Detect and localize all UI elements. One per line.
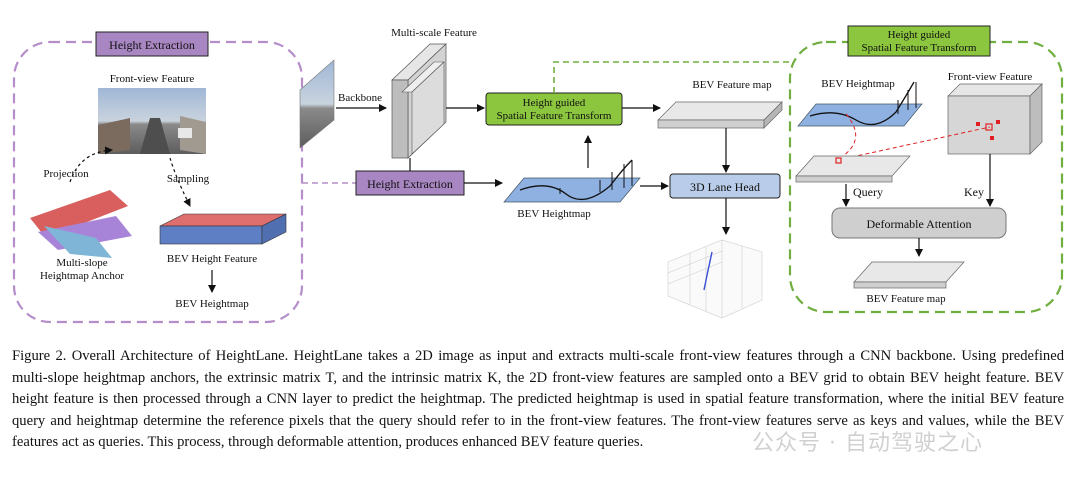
- bev-heightmap-mid-label: BEV Heightmap: [517, 208, 591, 220]
- hgsft-panel-title-1: Height guided: [888, 29, 951, 41]
- bev-feature-map-top: [657, 101, 783, 129]
- right-bev-query-map: [795, 155, 911, 183]
- bev-height-feature-stack: [159, 213, 287, 245]
- backbone-label: Backbone: [338, 92, 382, 104]
- key-label: Key: [964, 185, 984, 199]
- right-bev-heightmap: [797, 81, 923, 127]
- right-bev-feature-map-label: BEV Feature map: [866, 293, 946, 305]
- right-bev-feature-map: [853, 261, 965, 289]
- sft-to-right-panel-dashed: [553, 61, 790, 93]
- multi-slope-label-2: Heightmap Anchor: [40, 270, 124, 282]
- multi-slope-label-1: Multi-slope: [56, 257, 107, 269]
- right-bev-heightmap-label: BEV Heightmap: [821, 78, 895, 90]
- multi-slope-anchor-planes: [30, 190, 132, 258]
- projection-label: Projection: [43, 168, 89, 180]
- bev-feature-map-top-label: BEV Feature map: [692, 79, 772, 91]
- bev-height-feature-label: BEV Height Feature: [167, 253, 257, 265]
- lane-head-box: [669, 173, 781, 199]
- architecture-figure: Height Extraction Front-view Feature Pro…: [12, 25, 1064, 324]
- height-extraction-box: [355, 170, 465, 196]
- multi-scale-feature-label: Multi-scale Feature: [391, 27, 477, 39]
- height-extraction-panel: [12, 40, 304, 324]
- front-view-feature-label: Front-view Feature: [110, 73, 195, 85]
- input-image: [299, 59, 335, 149]
- deformable-attention-label: Deformable Attention: [867, 217, 972, 231]
- bev-heightmap-left-label: BEV Heightmap: [175, 298, 249, 310]
- height-extraction-box-label: Height Extraction: [367, 177, 453, 191]
- hgsft-panel-title-box: [847, 25, 991, 57]
- bev-heightmap-mid: [503, 159, 641, 203]
- front-view-image: [98, 88, 206, 154]
- height-extraction-panel-title: Height Extraction: [109, 38, 195, 52]
- hgsft-label-2: Spatial Feature Transform: [497, 110, 612, 122]
- multi-scale-feature-stack: [391, 43, 447, 159]
- right-front-view-feature-label: Front-view Feature: [948, 71, 1033, 83]
- watermark: 公众号 · 自动驾驶之心: [752, 431, 983, 456]
- lane-3d-plot: [667, 239, 763, 319]
- sampling-label: Sampling: [167, 173, 210, 185]
- height-extraction-panel-title-box: [95, 31, 209, 57]
- hgsft-panel-title-2: Spatial Feature Transform: [862, 42, 977, 54]
- lane-head-label: 3D Lane Head: [690, 180, 760, 194]
- figure-caption: Figure 2. Overall Architecture of Height…: [12, 348, 1064, 451]
- query-reference-dashed: [837, 126, 991, 161]
- hgsft-label-1: Height guided: [523, 97, 586, 109]
- query-label: Query: [853, 185, 883, 199]
- right-front-view-feature: [947, 83, 1043, 155]
